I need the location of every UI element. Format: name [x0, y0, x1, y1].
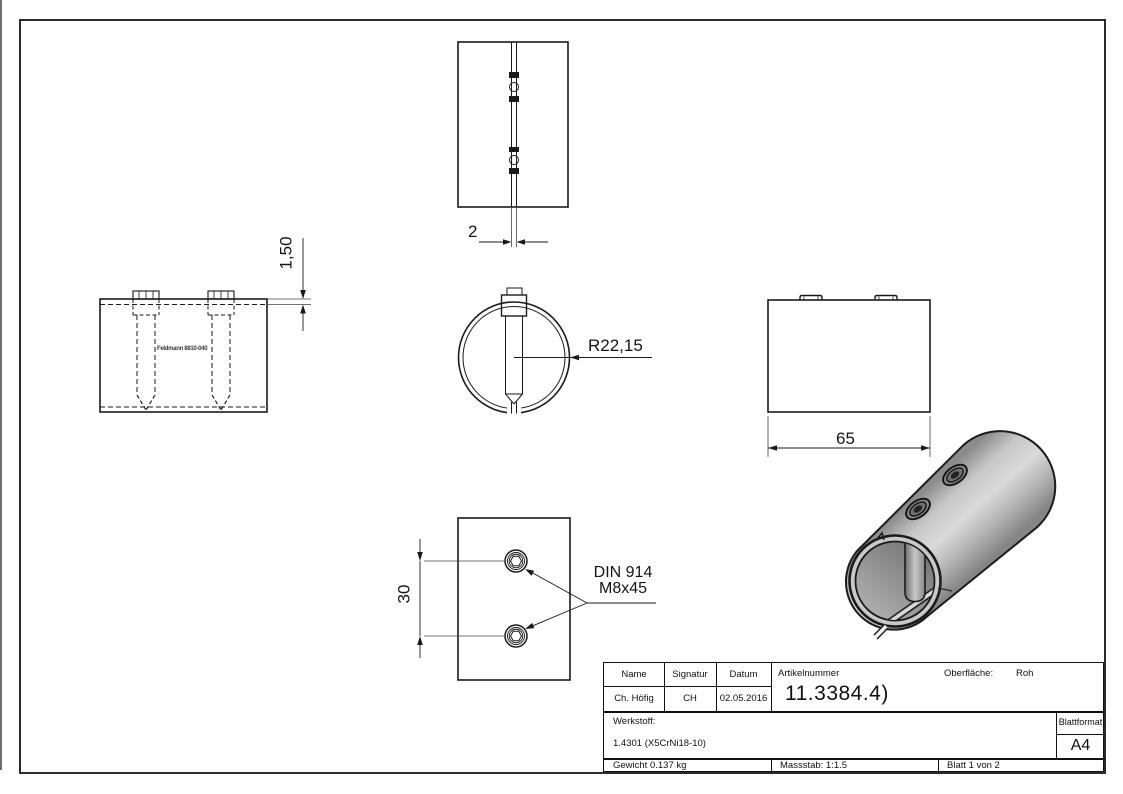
titleblock-blattformat-value: A4 — [1070, 737, 1091, 754]
titleblock-artikelnummer-header: Artikelnummer — [778, 668, 840, 679]
titleblock-massstab: Massstab: 1:1.5 — [780, 760, 848, 771]
titleblock-oberflaeche-value: Roh — [1016, 668, 1034, 679]
titleblock-datum-header: Datum — [729, 669, 758, 680]
view-side-right — [767, 294, 931, 457]
watermark-text: Feldmann 8810-040 — [157, 346, 208, 352]
dimension-slot-width: 2 — [468, 222, 478, 241]
titleblock-werkstoff-label: Werkstoff: — [613, 716, 656, 727]
titleblock-blattformat-label: Blattformat — [1058, 717, 1103, 727]
view-side-left — [99, 238, 311, 413]
title-block: Name Signatur Datum Artikelnummer Oberfl… — [603, 662, 1105, 773]
titleblock-signatur-header: Signatur — [672, 669, 708, 680]
view-top — [457, 41, 569, 247]
drawing-frame — [19, 19, 1106, 774]
screw-spec-line2: M8x45 — [598, 580, 648, 597]
screw-spec-note: DIN 914 M8x45 — [589, 565, 657, 597]
view-isometric — [845, 430, 1057, 640]
titleblock-datum-value: 02.05.2016 — [719, 693, 768, 704]
titleblock-signatur-value: CH — [683, 693, 697, 704]
titleblock-name-header: Name — [621, 669, 647, 680]
titleblock-blatt: Blatt 1 von 2 — [947, 760, 1000, 771]
dimension-wall-thickness: 1,50 — [276, 236, 296, 270]
view-front — [457, 287, 652, 415]
titleblock-artikelnummer-value: 11.3384.4) — [785, 682, 889, 705]
titleblock-name-value: Ch. Höfig — [614, 693, 654, 704]
dimension-length: 65 — [836, 429, 855, 448]
screw-spec-line1: DIN 914 — [593, 564, 653, 581]
titleblock-gewicht: Gewicht 0.137 kg — [613, 760, 687, 771]
titleblock-oberflaeche-label: Oberfläche: — [944, 668, 994, 679]
dimension-screw-spacing: 30 — [394, 584, 414, 604]
titleblock-werkstoff-value: 1.4301 (X5CrNi18-10) — [613, 738, 706, 749]
view-bottom — [417, 517, 656, 681]
page-edge-line — [0, 0, 2, 770]
dimension-radius: R22,15 — [588, 336, 643, 355]
